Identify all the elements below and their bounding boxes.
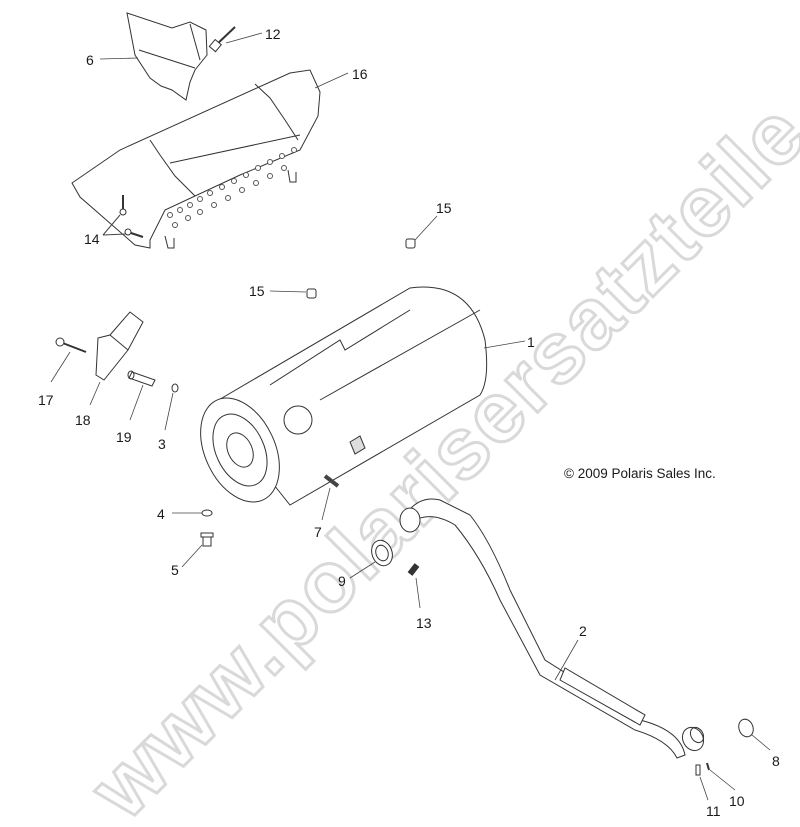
part-2-exhaust-pipe <box>399 498 705 759</box>
part-10-spring-clip <box>706 762 710 771</box>
callout-15a: 15 <box>436 200 452 216</box>
part-9-seal <box>371 539 393 567</box>
part-5-plug <box>200 532 214 547</box>
part-18-bracket <box>95 311 144 381</box>
callout-15b: 15 <box>249 283 265 299</box>
callout-11: 11 <box>706 803 721 819</box>
callout-10: 10 <box>729 793 745 809</box>
part-7-spring <box>323 474 340 488</box>
part-6-bracket <box>126 12 208 101</box>
callout-17: 17 <box>38 392 54 408</box>
part-12-bolt <box>208 26 236 53</box>
part-3-washer <box>171 383 179 393</box>
part-4-washer <box>201 509 213 517</box>
callout-13: 13 <box>416 615 432 631</box>
part-17-bolt <box>55 337 87 353</box>
part-14-screws <box>102 195 144 238</box>
leader-lines <box>50 32 771 801</box>
part-13-spring <box>407 563 420 576</box>
callout-9: 9 <box>338 573 346 589</box>
part-15-nut-b <box>306 288 317 299</box>
callout-16: 16 <box>352 66 368 82</box>
callout-14: 14 <box>84 231 100 247</box>
callout-19: 19 <box>116 429 132 445</box>
part-16-heat-shield <box>71 69 321 249</box>
copyright-notice: © 2009 Polaris Sales Inc. <box>564 466 716 481</box>
part-15-nut-a <box>405 238 416 249</box>
callout-4: 4 <box>157 506 165 522</box>
part-11-stud <box>695 764 701 776</box>
part-19-spacer <box>127 370 156 387</box>
callout-2: 2 <box>579 623 587 639</box>
callout-6: 6 <box>86 52 94 68</box>
part-1-muffler <box>200 286 488 506</box>
part-8-gasket-ring <box>738 718 754 738</box>
callout-12: 12 <box>265 26 281 42</box>
callout-3: 3 <box>158 436 166 452</box>
callout-1: 1 <box>527 334 535 350</box>
callout-18: 18 <box>75 412 91 428</box>
callout-8: 8 <box>772 753 780 769</box>
callout-7: 7 <box>314 524 322 540</box>
callout-5: 5 <box>171 562 179 578</box>
